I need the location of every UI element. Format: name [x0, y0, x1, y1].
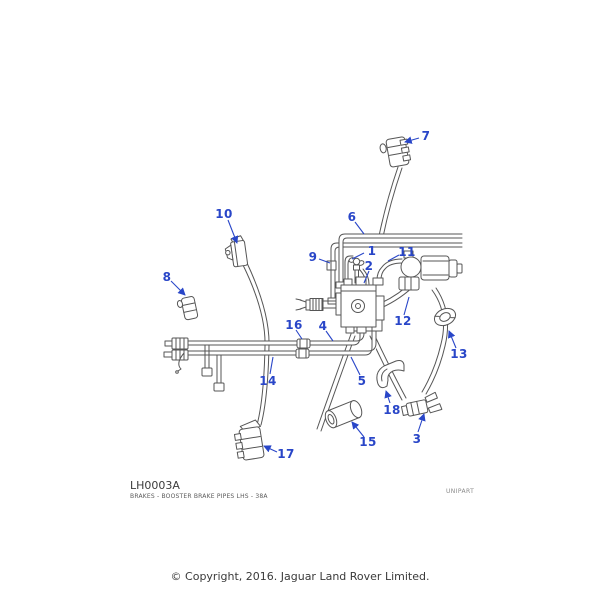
callout-4[interactable]: 4 [318, 319, 328, 333]
pipe-union-16 [295, 338, 311, 359]
pipe-bundle-6 [326, 233, 463, 305]
pump-assembly [398, 250, 463, 291]
leader-line-2 [363, 270, 370, 284]
leader-line-9 [318, 258, 331, 264]
hose-curves [242, 166, 448, 432]
callout-12[interactable]: 12 [394, 314, 412, 328]
callout-13[interactable]: 13 [450, 347, 468, 361]
callout-11[interactable]: 11 [398, 245, 416, 259]
sleeve-15 [324, 400, 363, 429]
callout-10[interactable]: 10 [215, 207, 233, 221]
callout-8[interactable]: 8 [162, 270, 172, 284]
clip-3 [400, 391, 443, 417]
pipe-drops [175, 344, 225, 392]
leader-line-15 [351, 421, 365, 438]
callout-6[interactable]: 6 [347, 210, 357, 224]
leader-line-11 [387, 254, 400, 262]
callout-2[interactable]: 2 [364, 259, 374, 273]
leader-line-10 [227, 219, 239, 244]
leader-line-18 [384, 390, 392, 404]
leader-line-4 [325, 330, 334, 342]
leader-line-6 [354, 221, 365, 235]
callout-14[interactable]: 14 [259, 374, 277, 388]
leader-line-3 [417, 413, 426, 433]
callout-leader-lines [170, 136, 457, 453]
leader-line-16 [295, 329, 303, 340]
diagram-subtitle: BRAKES - BOOSTER BRAKE PIPES LHS - 38A [130, 493, 268, 500]
callout-7[interactable]: 7 [421, 129, 431, 143]
brand-label: UNIPART [446, 488, 475, 495]
callout-15[interactable]: 15 [359, 435, 377, 449]
callout-3[interactable]: 3 [412, 432, 422, 446]
leader-line-17 [263, 445, 278, 453]
callout-5[interactable]: 5 [357, 374, 367, 388]
callout-1[interactable]: 1 [367, 244, 377, 258]
callout-16[interactable]: 16 [285, 318, 303, 332]
callout-9[interactable]: 9 [308, 250, 318, 264]
diagram-code: LH0003A [130, 479, 180, 492]
master-cylinder [295, 276, 385, 334]
leader-line-5 [350, 356, 361, 376]
leader-line-13 [448, 330, 457, 349]
copyright-text: © Copyright, 2016. Jaguar Land Rover Lim… [170, 570, 430, 583]
clip-18 [376, 360, 405, 389]
valve-fitting-1 [348, 257, 365, 284]
callout-17[interactable]: 17 [277, 447, 295, 461]
clip-10 [224, 235, 248, 268]
clip-17 [233, 419, 265, 461]
leader-line-14 [269, 356, 274, 375]
clip-7 [379, 136, 412, 168]
pushrod [295, 298, 337, 311]
horizontal-pipes [163, 319, 383, 392]
leader-line-8 [170, 280, 186, 296]
leader-line-12 [403, 296, 410, 316]
leader-line-7 [404, 136, 420, 144]
callout-18[interactable]: 18 [383, 403, 401, 417]
leader-line-1 [351, 252, 365, 260]
grommet-13 [433, 307, 457, 327]
pipe-end-fittings [163, 337, 189, 361]
clip-8 [176, 296, 199, 321]
